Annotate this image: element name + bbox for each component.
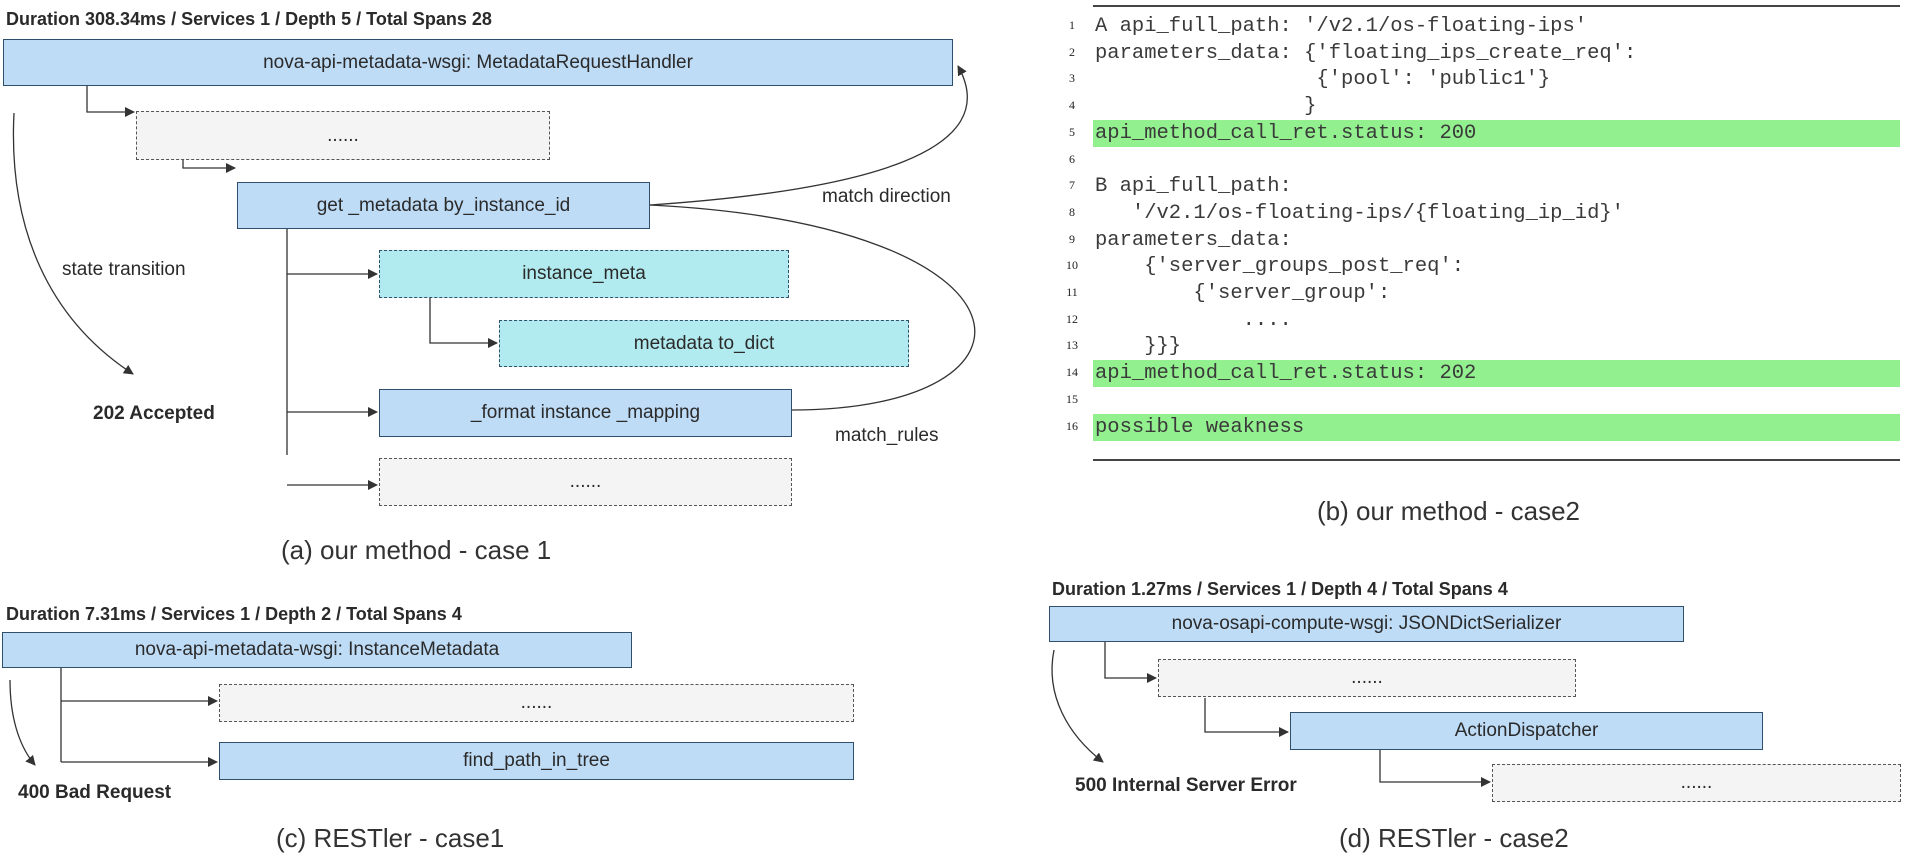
line-number: 6: [1069, 151, 1075, 166]
code-text: }: [1095, 95, 1317, 119]
code-top-rule: [1093, 5, 1900, 7]
panel-caption: (d) RESTler - case2: [1339, 823, 1569, 853]
span-collapsed-placeholder[interactable]: ......: [379, 458, 792, 506]
code-line: 5 api_method_call_ret.status: 200: [1060, 119, 1900, 147]
span-find-path-in-tree[interactable]: find_path_in_tree: [219, 742, 854, 780]
response-status: 202 Accepted: [93, 403, 215, 424]
trace-summary-header: Duration 1.27ms / Services 1 / Depth 4 /…: [1052, 579, 1508, 599]
line-number: 13: [1066, 338, 1078, 353]
response-status: 400 Bad Request: [18, 782, 172, 803]
code-text: A api_full_path: '/v2.1/os-floating-ips': [1095, 15, 1588, 38]
span-collapsed-placeholder[interactable]: ......: [136, 111, 550, 160]
line-number: 3: [1069, 71, 1075, 86]
code-text: }}}: [1095, 335, 1182, 359]
code-line: 16 possible weakness: [1060, 413, 1900, 441]
code-line: 7 B api_full_path:: [1060, 173, 1900, 200]
code-text: B api_full_path:: [1095, 175, 1292, 199]
state-transition-label: state transition: [62, 259, 186, 280]
code-line: 3 {'pool': 'public1'}: [1060, 66, 1900, 93]
line-number: 15: [1066, 391, 1078, 406]
span-collapsed-placeholder[interactable]: ......: [219, 684, 854, 722]
span-json-dict-serializer[interactable]: nova-osapi-compute-wsgi: JSONDictSeriali…: [1049, 606, 1684, 642]
line-number: 5: [1069, 124, 1075, 139]
code-text: {'pool': 'public1'}: [1095, 68, 1551, 92]
code-text: parameters_data:: [1095, 228, 1292, 252]
span-instance-meta[interactable]: instance_meta: [379, 250, 789, 298]
code-text: parameters_data: {'floating_ips_create_r…: [1095, 41, 1637, 65]
code-text: [1093, 147, 1900, 174]
trace-summary-header: Duration 308.34ms / Services 1 / Depth 5…: [6, 9, 492, 29]
panel-caption: (a) our method - case 1: [281, 535, 552, 565]
panel-caption: (c) RESTler - case1: [276, 823, 505, 853]
code-line: 1 A api_full_path: '/v2.1/os-floating-ips…: [1060, 13, 1900, 40]
code-line: 9 parameters_data:: [1060, 227, 1900, 254]
code-text: ....: [1095, 308, 1292, 332]
code-line: 11 {'server_group':: [1060, 280, 1900, 307]
line-number: 10: [1066, 258, 1078, 273]
code-bottom-rule: [1093, 459, 1900, 461]
span-get-metadata-by-instance-id[interactable]: get _metadata by_instance_id: [237, 182, 650, 229]
line-number: 12: [1066, 311, 1078, 326]
code-text: [1093, 387, 1900, 414]
code-line: 8 '/v2.1/os-floating-ips/{floating_ip_id…: [1060, 200, 1900, 227]
highlighted-code-text: possible weakness: [1093, 413, 1900, 441]
highlighted-code-text: api_method_call_ret.status: 200: [1093, 119, 1900, 147]
line-number: 1: [1069, 18, 1075, 32]
line-number: 8: [1069, 204, 1075, 219]
code-text: {'server_group':: [1095, 282, 1391, 305]
span-metadata-to-dict[interactable]: metadata to_dict: [499, 320, 909, 367]
line-number: 16: [1066, 418, 1078, 433]
match-rules-label: match_rules: [835, 425, 939, 446]
line-number: 2: [1069, 44, 1075, 59]
trace-summary-header: Duration 7.31ms / Services 1 / Depth 2 /…: [6, 604, 462, 624]
span-format-instance-mapping[interactable]: _format instance _mapping: [379, 389, 792, 437]
code-line: 6: [1060, 147, 1900, 174]
panel-caption: (b) our method - case2: [1317, 496, 1581, 526]
line-number: 9: [1069, 231, 1075, 246]
response-status: 500 Internal Server Error: [1075, 775, 1297, 796]
code-line: 4 }: [1060, 93, 1900, 120]
line-number: 4: [1069, 98, 1075, 113]
span-collapsed-placeholder[interactable]: ......: [1492, 764, 1901, 802]
code-text: '/v2.1/os-floating-ips/{floating_ip_id}': [1095, 201, 1624, 225]
code-line: 14 api_method_call_ret.status: 202: [1060, 360, 1900, 388]
code-text: {'server_groups_post_req':: [1095, 255, 1465, 279]
span-action-dispatcher[interactable]: ActionDispatcher: [1290, 712, 1763, 750]
code-line: 15: [1060, 387, 1900, 414]
code-line: 12 ....: [1060, 307, 1900, 334]
line-number: 14: [1066, 365, 1078, 380]
code-line: 2 parameters_data: {'floating_ips_create_…: [1060, 40, 1900, 67]
span-instance-metadata[interactable]: nova-api-metadata-wsgi: InstanceMetadata: [2, 632, 632, 668]
span-metadata-request-handler[interactable]: nova-api-metadata-wsgi: MetadataRequestH…: [3, 39, 953, 86]
match-direction-label: match direction: [822, 186, 951, 207]
span-collapsed-placeholder[interactable]: ......: [1158, 659, 1576, 697]
code-line: 13 }}}: [1060, 333, 1900, 360]
line-number: 7: [1069, 178, 1075, 193]
code-line: 10 {'server_groups_post_req':: [1060, 253, 1900, 280]
line-number: 11: [1066, 285, 1078, 299]
highlighted-code-text: api_method_call_ret.status: 202: [1093, 360, 1900, 388]
